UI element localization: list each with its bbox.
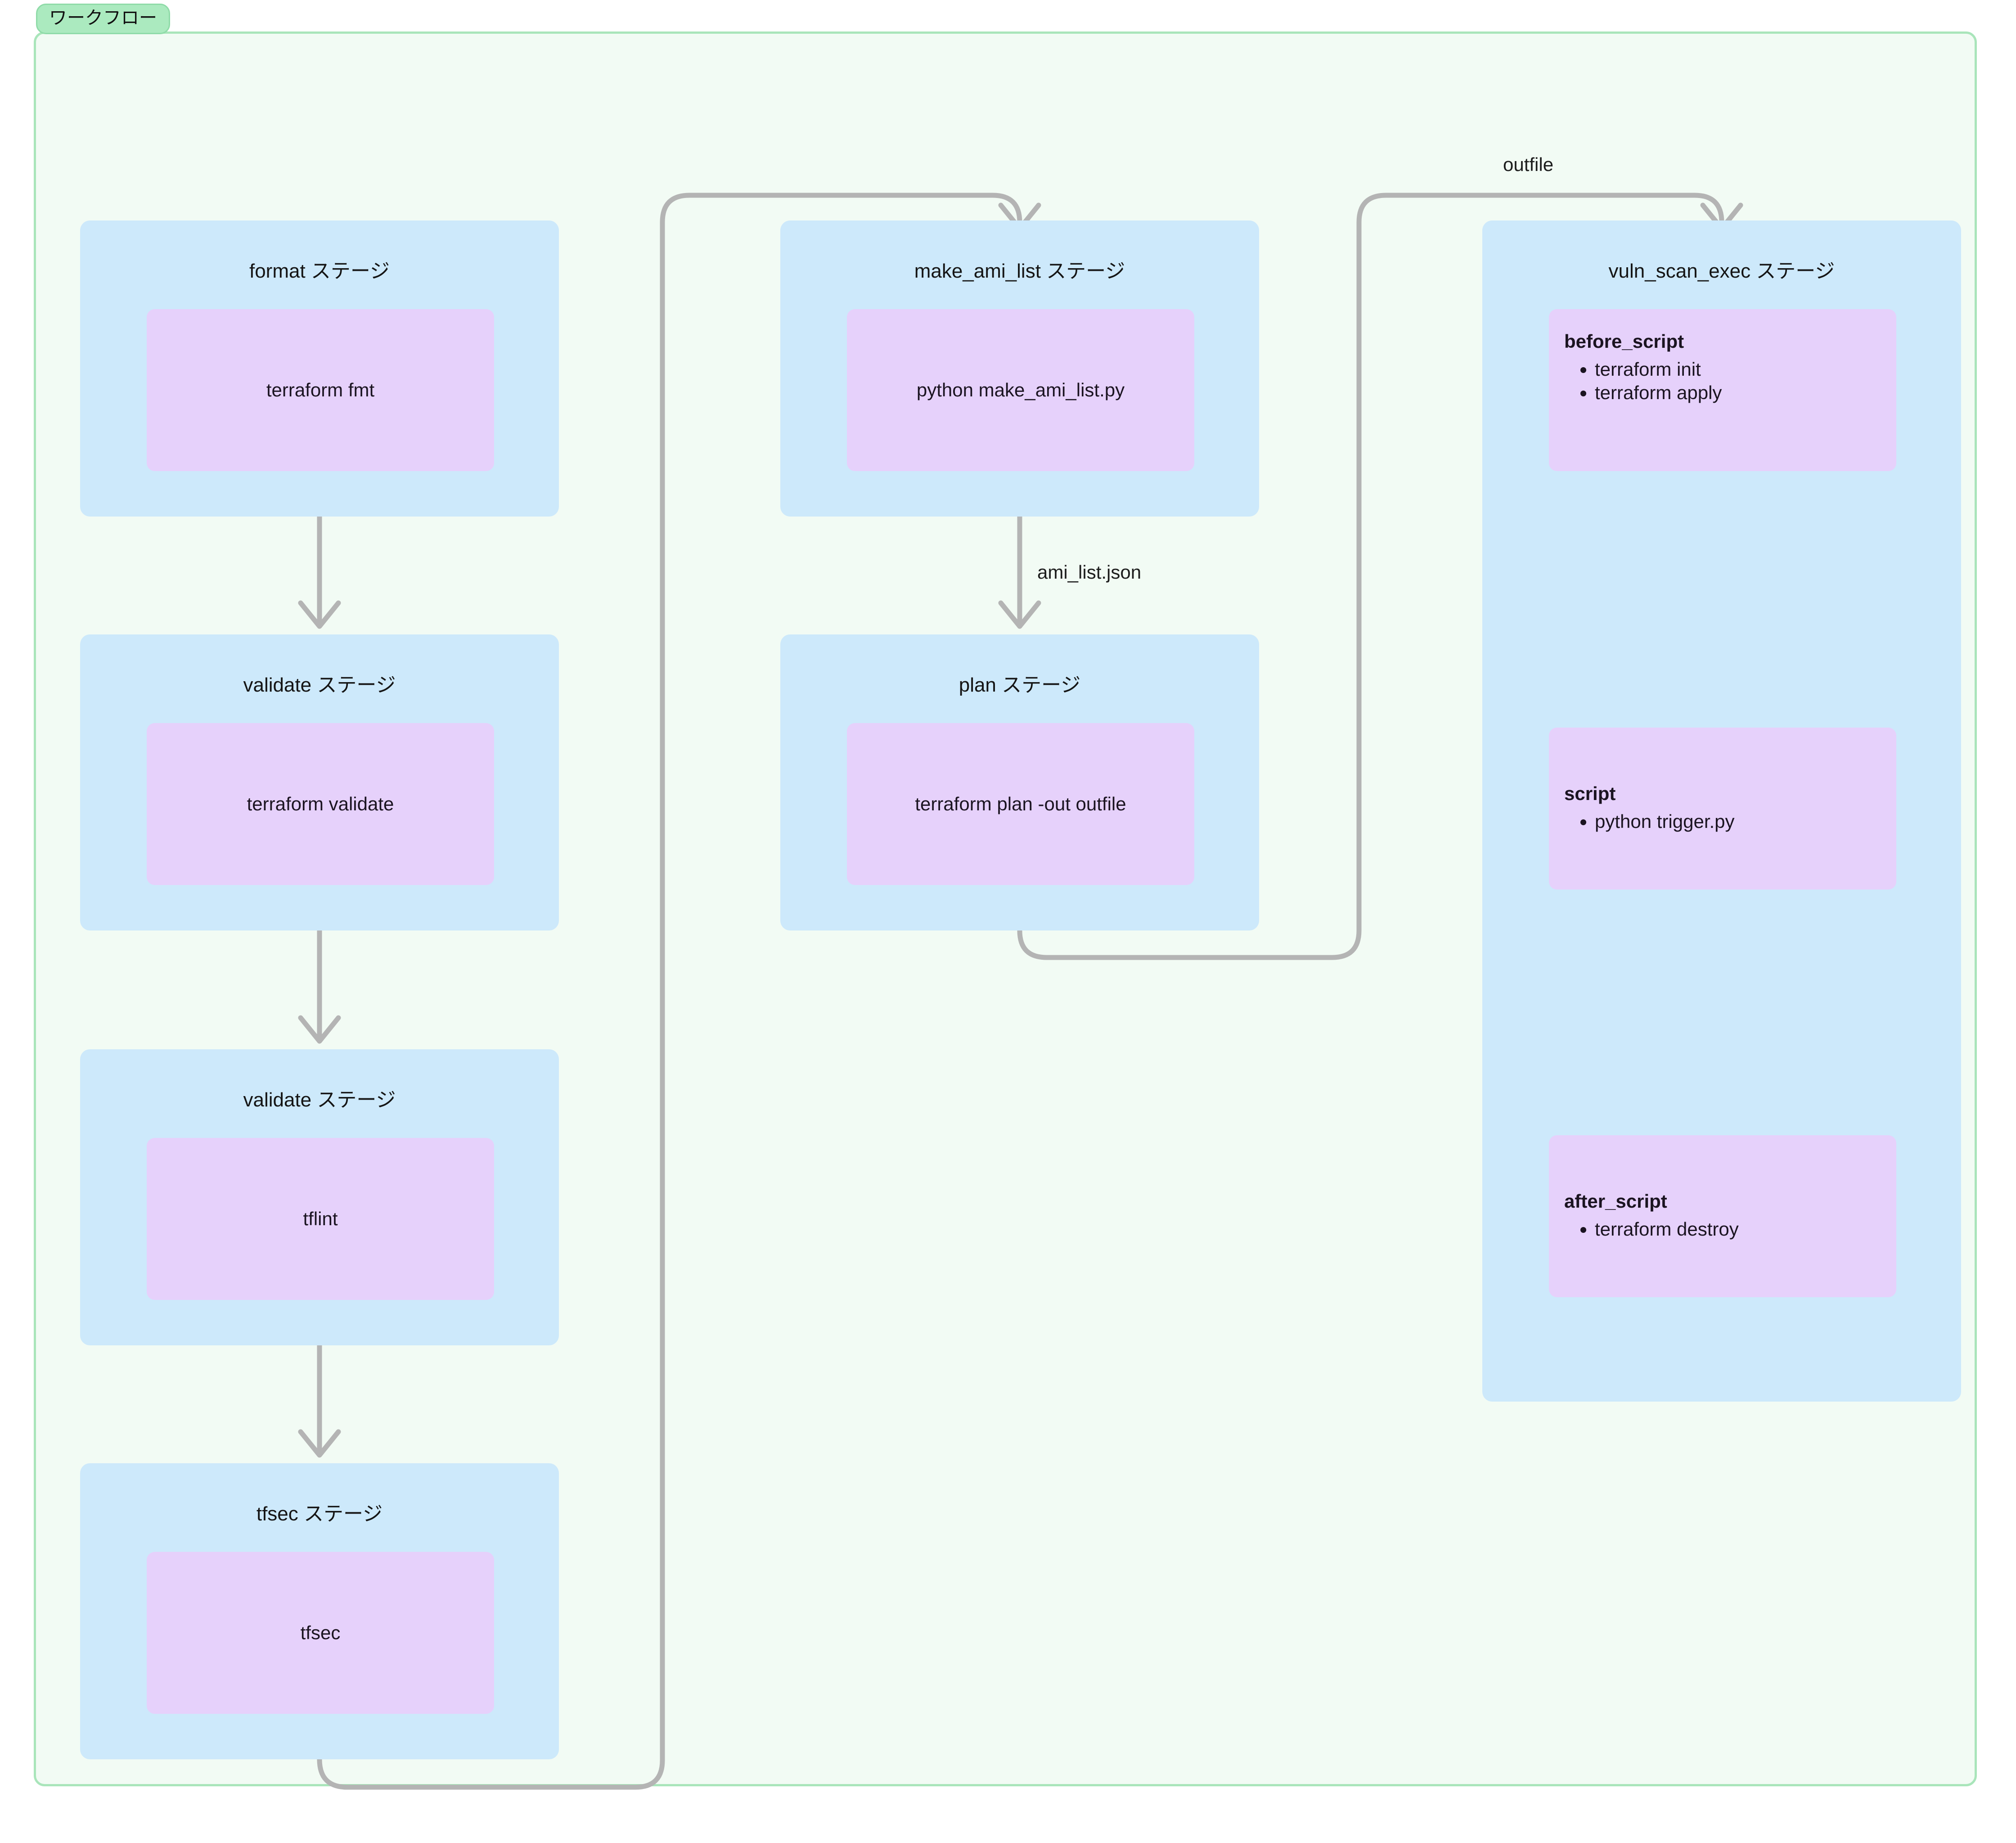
job-label: python make_ami_list.py (916, 379, 1125, 400)
job-terraform-validate[interactable]: terraform validate (147, 723, 494, 885)
edge-label-ami-list-json: ami_list.json (1037, 562, 1142, 583)
job-heading: before_script (1564, 331, 1684, 352)
job-list-item: python trigger.py (1595, 810, 1735, 833)
job-python-make-ami-list[interactable]: python make_ami_list.py (847, 309, 1194, 471)
stage-title: vuln_scan_exec ステージ (1608, 260, 1835, 282)
job-terraform-fmt[interactable]: terraform fmt (147, 309, 494, 471)
job-label: tflint (303, 1208, 338, 1229)
job-script[interactable]: script python trigger.py (1549, 728, 1896, 890)
job-tflint[interactable]: tflint (147, 1138, 494, 1300)
job-tfsec[interactable]: tfsec (147, 1552, 494, 1714)
job-label: terraform validate (247, 793, 394, 814)
edge-label-outfile: outfile (1503, 154, 1554, 175)
job-list-item: terraform destroy (1595, 1218, 1739, 1241)
job-list-item: terraform apply (1595, 381, 1722, 405)
job-label: tfsec (300, 1622, 341, 1643)
job-before-script[interactable]: before_script terraform init terraform a… (1549, 309, 1896, 471)
stage-tfsec[interactable]: tfsec ステージ tfsec (80, 1463, 559, 1759)
stage-title: plan ステージ (958, 674, 1081, 696)
stage-make-ami-list[interactable]: make_ami_list ステージ python make_ami_list.… (780, 220, 1259, 517)
job-label: terraform plan -out outfile (915, 793, 1126, 814)
job-after-script[interactable]: after_script terraform destroy (1549, 1135, 1896, 1297)
job-terraform-plan[interactable]: terraform plan -out outfile (847, 723, 1194, 885)
job-list-item: terraform init (1595, 358, 1722, 381)
stage-title: validate ステージ (243, 674, 396, 696)
stage-validate-terraform[interactable]: validate ステージ terraform validate (80, 634, 559, 930)
job-heading: script (1564, 783, 1616, 804)
job-heading: after_script (1564, 1191, 1667, 1212)
stage-format[interactable]: format ステージ terraform fmt (80, 220, 559, 517)
stage-plan[interactable]: plan ステージ terraform plan -out outfile (780, 634, 1259, 930)
job-label: terraform fmt (266, 379, 375, 400)
stage-vuln-scan-exec[interactable]: vuln_scan_exec ステージ before_script terraf… (1482, 220, 1961, 1402)
stage-validate-tflint[interactable]: validate ステージ tflint (80, 1049, 559, 1345)
stage-title: make_ami_list ステージ (914, 260, 1125, 282)
stage-title: validate ステージ (243, 1089, 396, 1111)
stage-title: format ステージ (249, 260, 390, 282)
workflow-badge: ワークフロー (36, 4, 170, 34)
stage-title: tfsec ステージ (256, 1503, 383, 1525)
